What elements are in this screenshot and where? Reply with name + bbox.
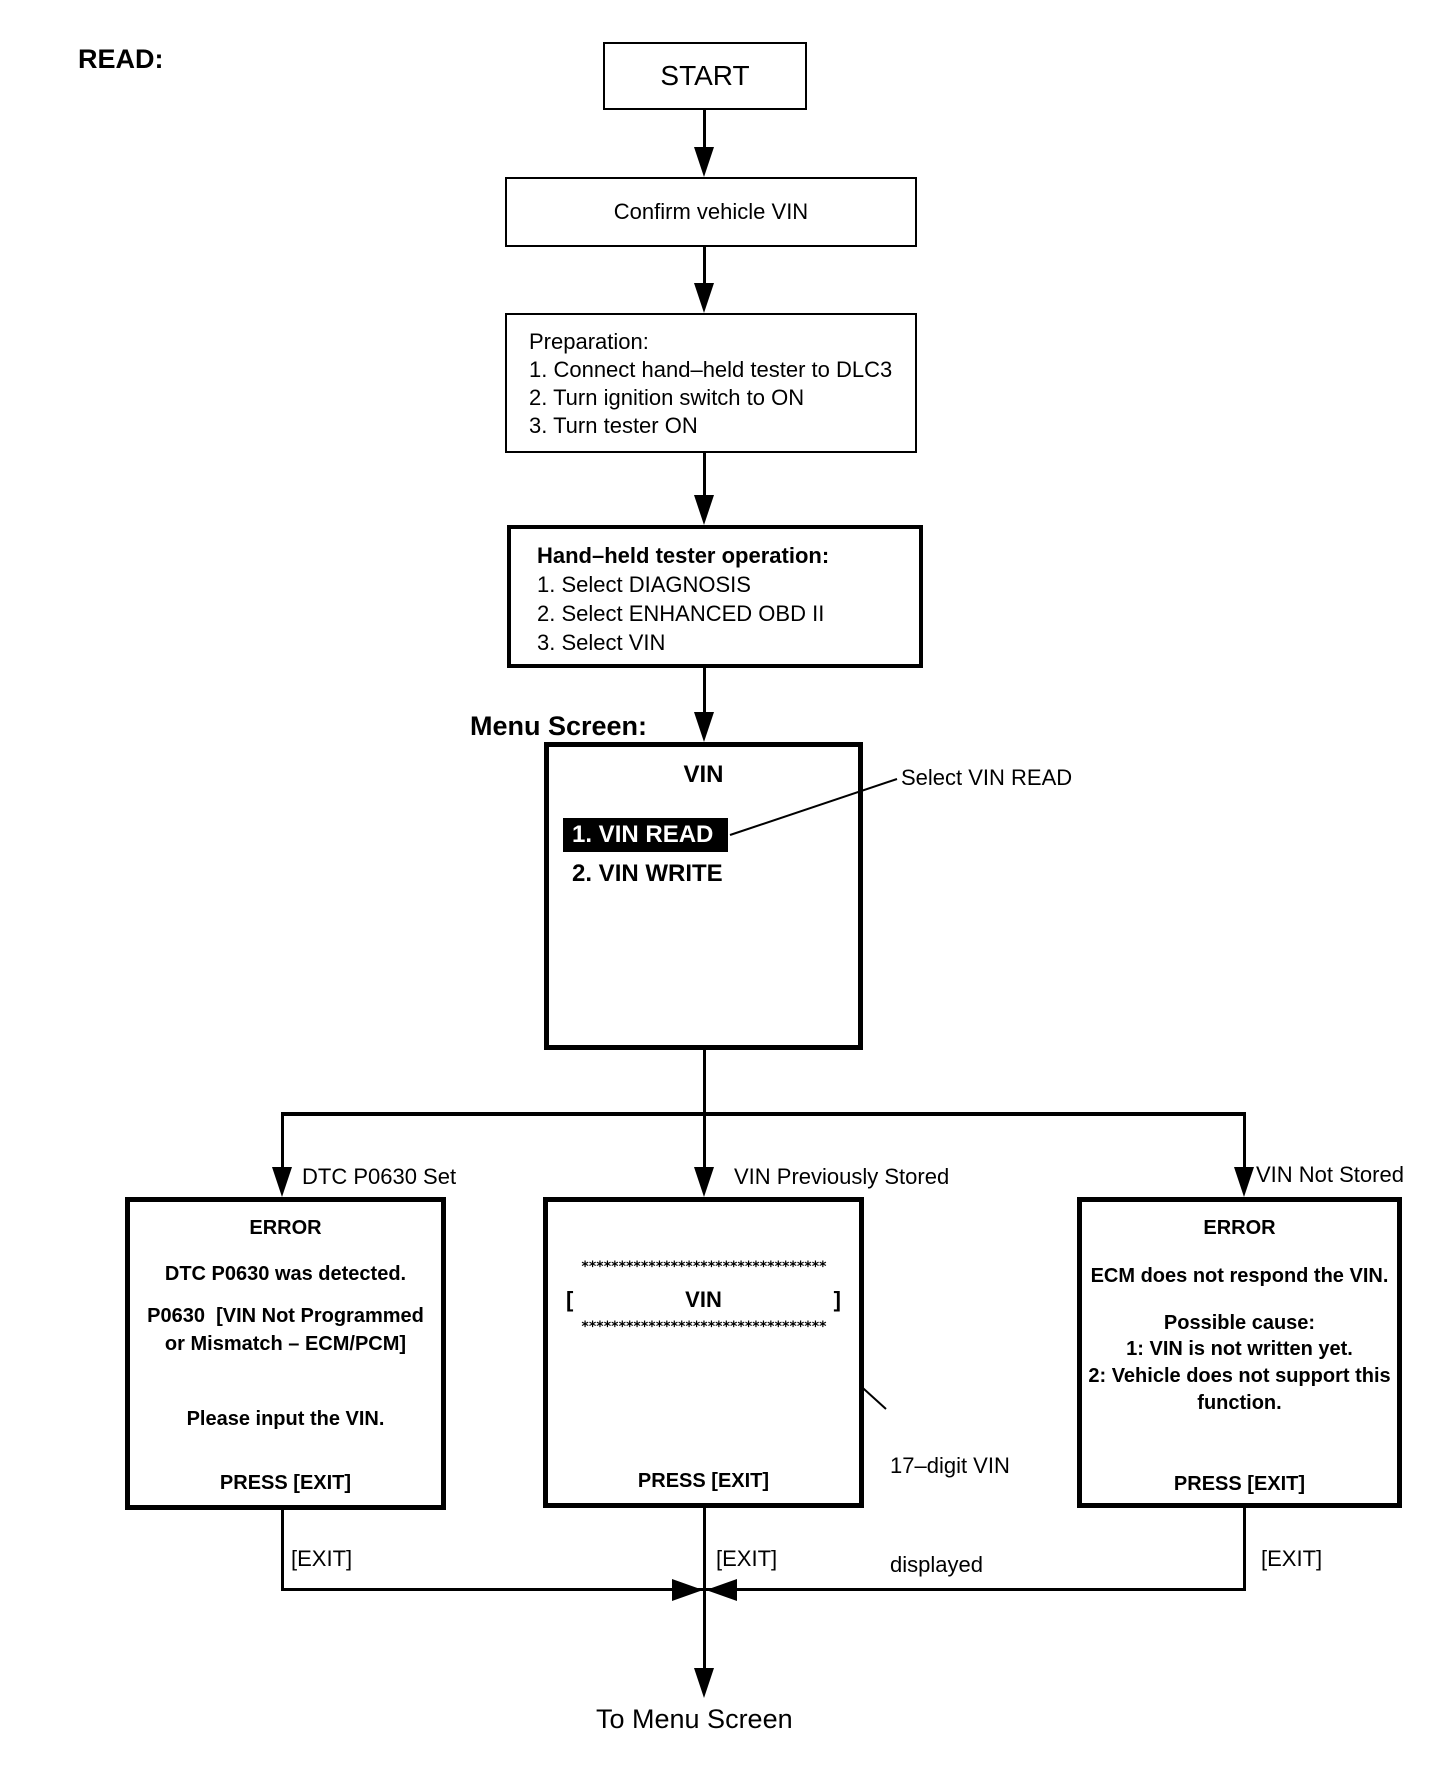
tester-operation-step: 2. Select ENHANCED OBD II	[537, 601, 825, 626]
exit-label-left: [EXIT]	[291, 1546, 353, 1571]
branch-line-right	[1243, 1112, 1246, 1170]
tester-operation-step: 1. Select DIAGNOSIS	[537, 572, 751, 597]
preparation-step: 3. Turn tester ON	[529, 413, 698, 438]
error-text: ECM does not respond the VIN.	[1090, 1265, 1389, 1287]
vin-display-stars: *********************************	[580, 1319, 827, 1335]
arrow-down-icon	[694, 283, 714, 313]
error-text: Possible cause:	[1163, 1312, 1316, 1334]
error-title: ERROR	[249, 1217, 322, 1239]
branch-line-left	[281, 1112, 284, 1170]
exit-line-left	[281, 1510, 284, 1591]
menu-item-vin-read: 1. VIN READ	[563, 818, 728, 852]
digit-vin-line1: 17–digit VIN	[890, 1453, 1010, 1478]
preparation-step: 1. Connect hand–held tester to DLC3	[529, 357, 893, 382]
exit-label-middle: [EXIT]	[716, 1546, 778, 1571]
vin-display-stars: *********************************	[580, 1259, 827, 1275]
press-exit-text: PRESS [EXIT]	[1173, 1473, 1306, 1495]
error-screen-dtc-p0630: ERROR DTC P0630 was detected. P0630 [VIN…	[125, 1197, 446, 1510]
confirm-vin-node: Confirm vehicle VIN	[505, 177, 917, 247]
error-title: ERROR	[1203, 1217, 1276, 1239]
arrow-down-icon	[694, 712, 714, 742]
branch-line-middle	[703, 1112, 706, 1170]
branch-label-dtc-p0630-set: DTC P0630 Set	[302, 1164, 457, 1189]
exit-line-right	[1243, 1508, 1246, 1591]
select-vin-read-annotation: Select VIN READ	[901, 765, 1073, 790]
digit-vin-annotation: 17–digit VIN displayed	[890, 1383, 1010, 1647]
press-exit-text: PRESS [EXIT]	[637, 1470, 770, 1492]
vin-display-screen: ********************************* [ VIN …	[543, 1197, 864, 1508]
arrow-down-icon	[272, 1167, 292, 1197]
tester-operation-title: Hand–held tester operation:	[537, 543, 830, 568]
start-node: START	[603, 42, 807, 110]
flow-line	[703, 1050, 706, 1114]
vin-display-row: [ VIN ]	[548, 1287, 859, 1313]
error-text: or Mismatch – ECM/PCM]	[164, 1333, 407, 1355]
arrow-down-icon	[694, 1668, 714, 1698]
error-text: Please input the VIN.	[186, 1408, 385, 1430]
flow-line	[703, 668, 706, 716]
vin-menu-node: VIN 1. VIN READ 2. VIN WRITE	[544, 742, 863, 1050]
tester-operation-step: 3. Select VIN	[537, 630, 666, 655]
tester-operation-node: Hand–held tester operation: 1. Select DI…	[507, 525, 923, 668]
branch-label-vin-not-stored: VIN Not Stored	[1256, 1162, 1404, 1187]
arrow-down-icon	[694, 495, 714, 525]
start-node-label: START	[660, 60, 750, 91]
arrow-down-icon	[694, 147, 714, 177]
preparation-node: Preparation: 1. Connect hand–held tester…	[505, 313, 917, 453]
error-text: P0630 [VIN Not Programmed	[147, 1305, 424, 1327]
flow-line	[703, 453, 706, 498]
vin-value: VIN	[685, 1287, 722, 1312]
arrow-right-icon	[672, 1579, 703, 1601]
arrow-down-icon	[694, 1167, 714, 1197]
branch-label-vin-previously-stored: VIN Previously Stored	[734, 1164, 950, 1189]
arrow-left-icon	[706, 1579, 737, 1601]
error-text: 1: VIN is not written yet.	[1126, 1338, 1353, 1360]
arrow-down-icon	[1234, 1167, 1254, 1197]
bracket-open: [	[566, 1287, 574, 1312]
error-text: 2: Vehicle does not support this	[1088, 1365, 1391, 1387]
digit-vin-line2: displayed	[890, 1552, 983, 1577]
press-exit-text: PRESS [EXIT]	[219, 1472, 352, 1494]
menu-screen-label: Menu Screen:	[470, 711, 648, 741]
flow-line	[703, 247, 706, 285]
error-text: function.	[1197, 1392, 1282, 1414]
preparation-title: Preparation:	[529, 329, 649, 354]
error-screen-not-stored: ERROR ECM does not respond the VIN. Poss…	[1077, 1197, 1402, 1508]
confirm-vin-label: Confirm vehicle VIN	[613, 199, 809, 224]
bracket-close: ]	[833, 1287, 841, 1312]
preparation-step: 2. Turn ignition switch to ON	[529, 385, 805, 410]
converge-line	[281, 1588, 1246, 1591]
branch-connector	[281, 1112, 1246, 1116]
to-menu-screen-label: To Menu Screen	[596, 1704, 793, 1734]
menu-item-vin-write: 2. VIN WRITE	[572, 860, 723, 887]
vin-menu-title: VIN	[683, 761, 724, 788]
exit-label-right: [EXIT]	[1261, 1546, 1323, 1571]
read-section-label: READ:	[78, 44, 164, 74]
error-text: DTC P0630 was detected.	[164, 1263, 407, 1285]
flow-line	[703, 110, 706, 154]
